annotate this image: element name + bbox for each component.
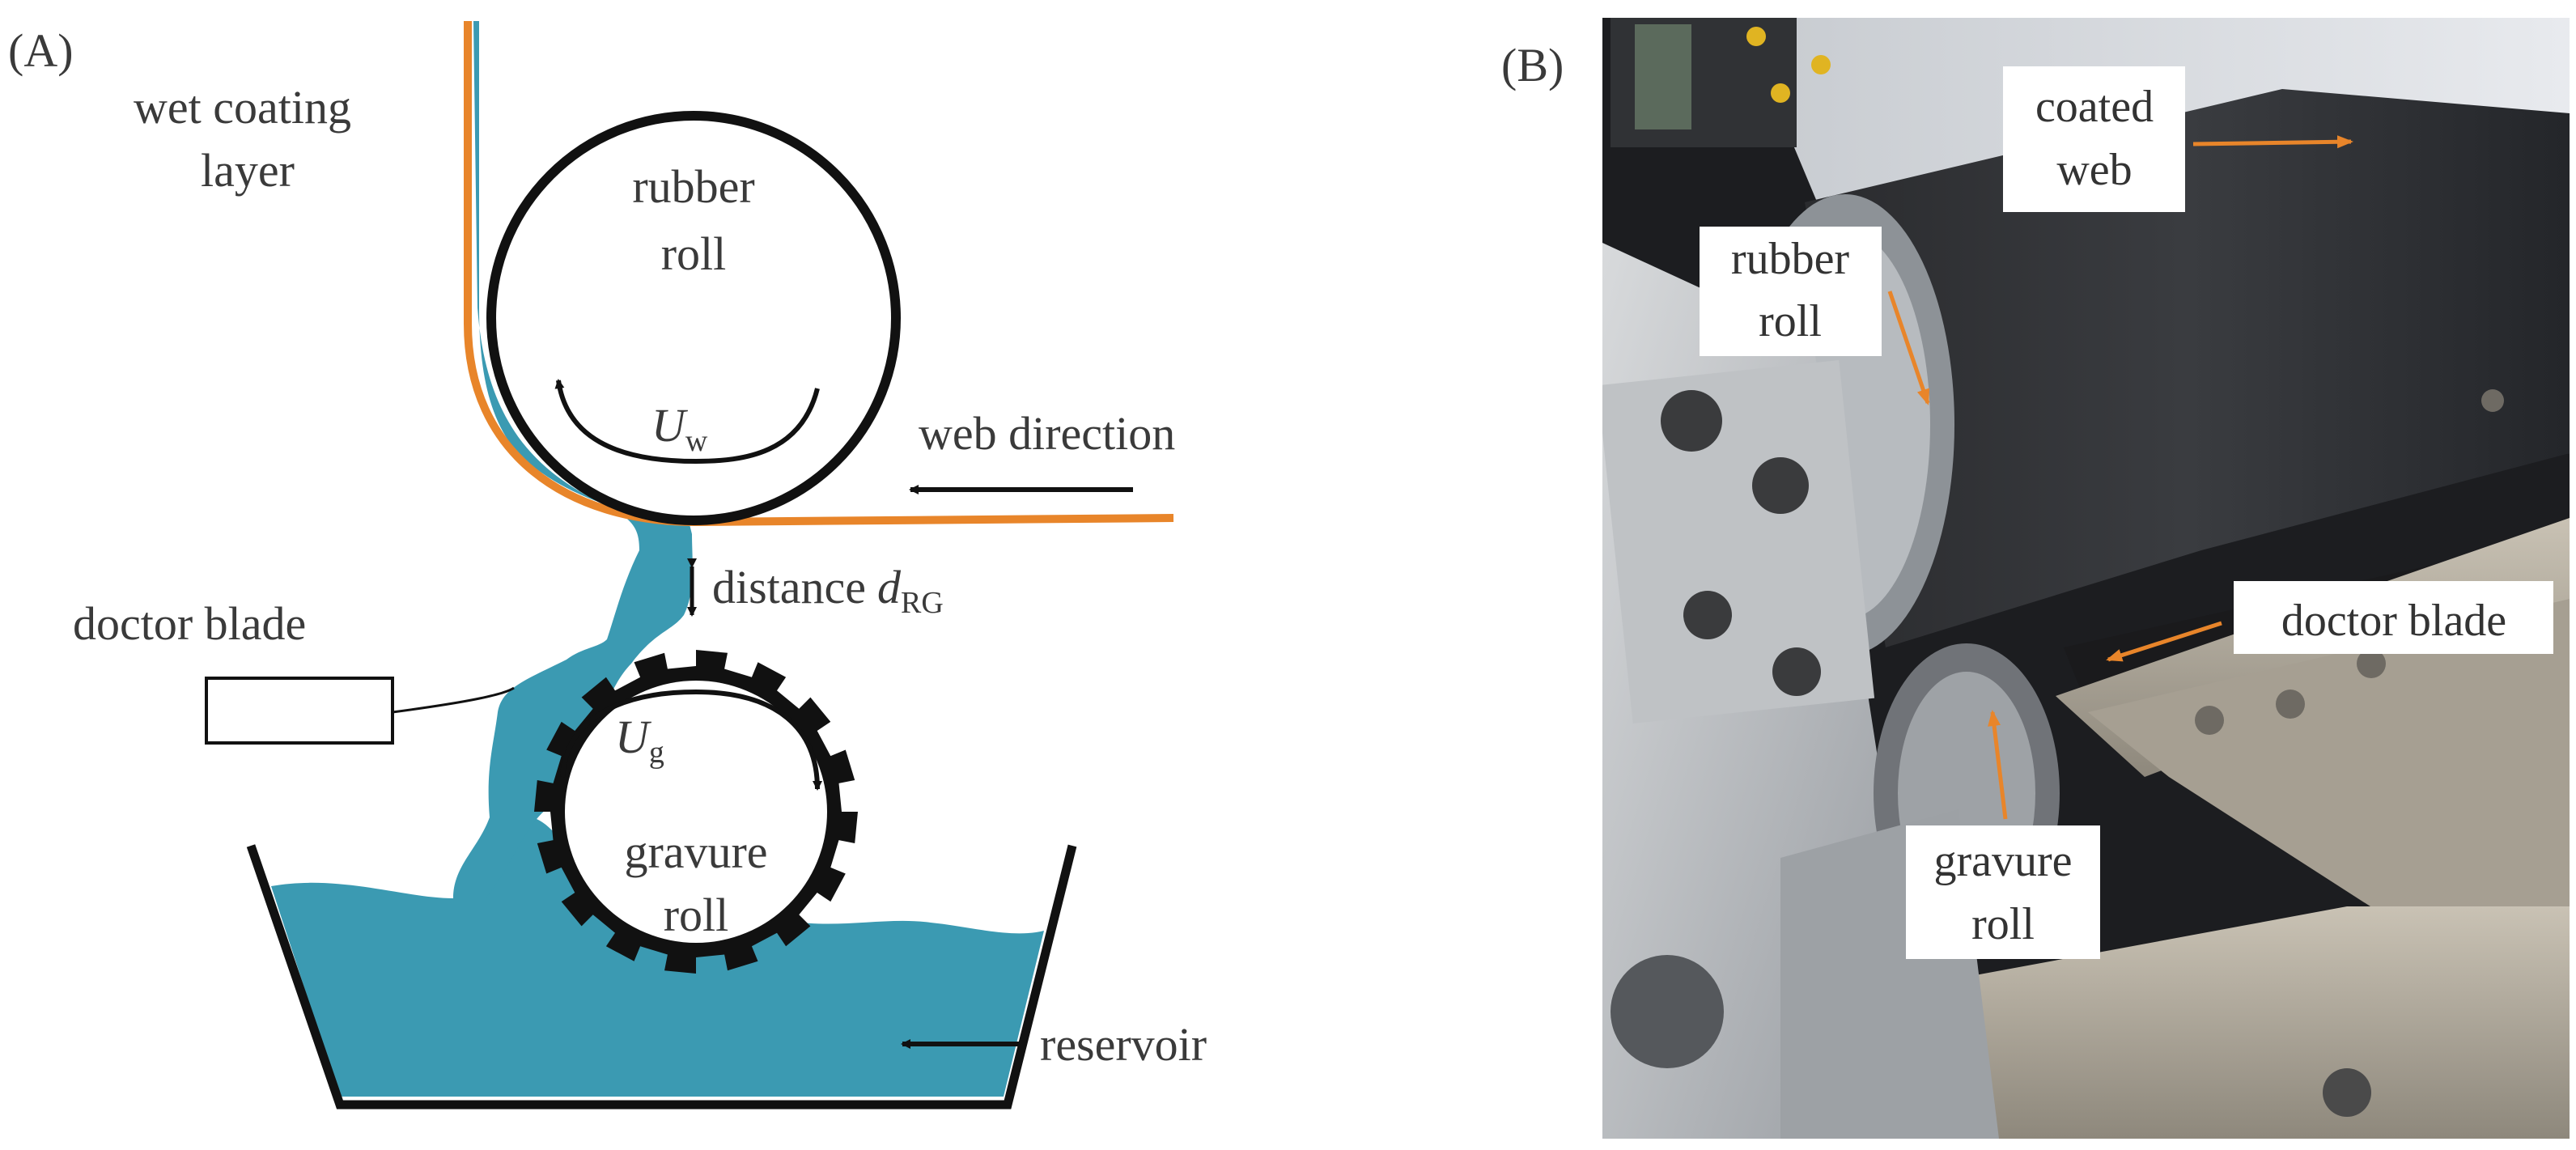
coated-web-label-2: web xyxy=(2056,145,2132,195)
rubber-roll xyxy=(486,111,901,525)
gravure-roll-photo-arrow xyxy=(1988,710,2008,820)
rubber-roll-label-2: roll xyxy=(661,227,727,280)
doctor-blade-leader xyxy=(392,686,515,714)
gravure-roll-photo-label-2: roll xyxy=(1971,899,2035,949)
rotation-arrow-w xyxy=(554,379,820,465)
panel-b: (B) xyxy=(1501,18,2570,1139)
coating-column xyxy=(453,21,693,898)
panel-b-tag: (B) xyxy=(1501,39,1564,91)
doctor-blade-photo-box xyxy=(2234,581,2553,654)
rubber-roll-photo-label-1: rubber xyxy=(1731,234,1850,284)
rubber-roll-label-1: rubber xyxy=(632,160,754,213)
gravure-roll-label-1: gravure xyxy=(624,825,767,878)
doctor-blade-photo-label: doctor blade xyxy=(2281,596,2506,646)
speed-g-symbol: Ug xyxy=(615,711,664,770)
coated-web-label-1: coated xyxy=(2035,82,2154,132)
rubber-roll-photo-box xyxy=(1700,227,1882,356)
gravure-roll xyxy=(534,650,858,974)
gravure-roll-photo-box xyxy=(1906,825,2100,959)
doctor-blade-box xyxy=(205,677,394,745)
rubber-roll-photo-arrow xyxy=(1887,291,1930,405)
reservoir-vessel xyxy=(246,844,1077,1110)
wet-coating-label-2: layer xyxy=(201,144,295,197)
coated-web-box xyxy=(2003,66,2185,212)
web-direction-label: web direction xyxy=(919,407,1175,460)
panel-a: (A) rubber roll Uw web direction wet coa… xyxy=(8,21,1207,1110)
reservoir-label: reservoir xyxy=(1040,1018,1207,1071)
panel-a-tag: (A) xyxy=(8,24,74,77)
gravure-roll-label-2: roll xyxy=(664,889,729,941)
wet-coating-label-1: wet coating xyxy=(134,81,351,134)
doctor-blade-photo-arrow xyxy=(2106,621,2222,662)
speed-w-symbol: Uw xyxy=(651,399,708,458)
rubber-roll-photo-label-2: roll xyxy=(1759,296,1822,346)
machine-photo xyxy=(1602,18,2570,1139)
gravure-roll-photo-label-1: gravure xyxy=(1933,836,2072,886)
rotation-arrow-g xyxy=(560,689,822,791)
doctor-blade-label: doctor blade xyxy=(73,597,306,650)
coated-web-arrow xyxy=(2192,135,2353,149)
gravure-roll-body xyxy=(565,681,827,943)
